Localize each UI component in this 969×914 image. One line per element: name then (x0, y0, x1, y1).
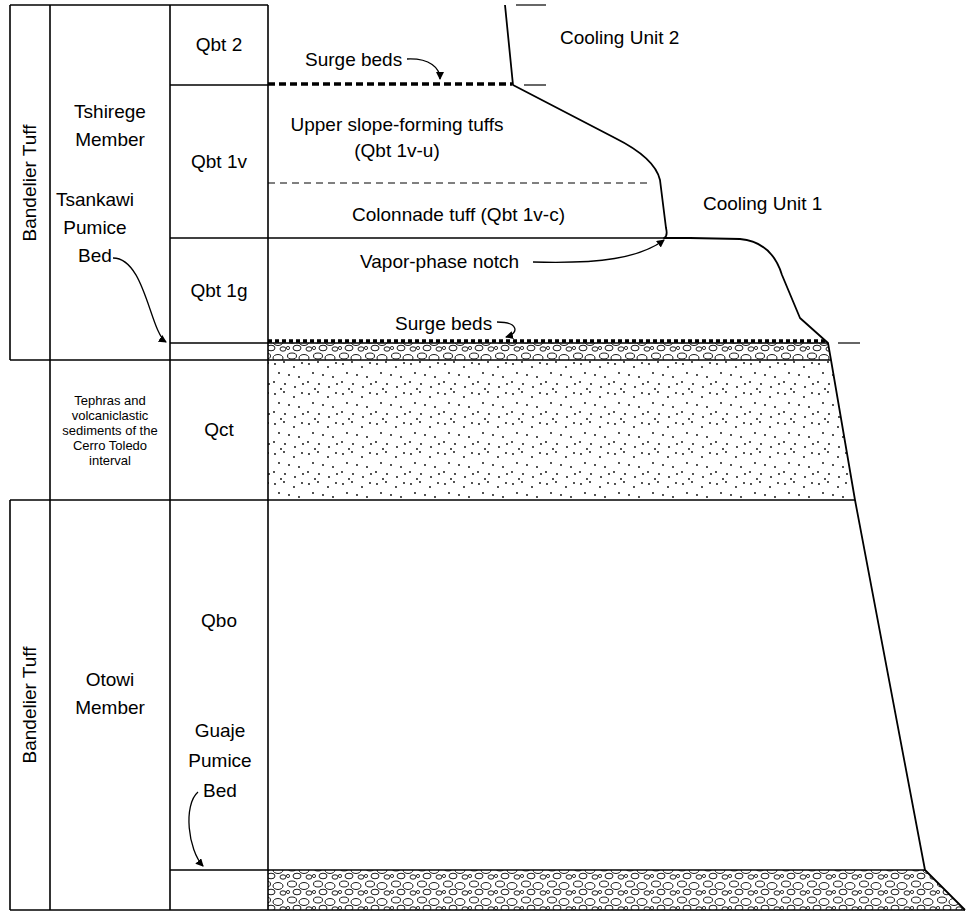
surge-beds-line (268, 82, 512, 86)
bed-label: Surge beds (305, 49, 402, 71)
table-lines (10, 5, 965, 910)
unit-code-cell: Qct (170, 360, 268, 500)
bed-label: Surge beds (395, 313, 492, 335)
cliff-profile (505, 5, 965, 910)
cooling-unit-label: Cooling Unit 2 (560, 27, 679, 49)
member-name: Tshirege Member (55, 98, 165, 154)
unit-code-cell: Qbt 1v (170, 85, 268, 238)
unit-code: Qbt 1g (190, 279, 247, 303)
unit-name: Bandelier Tuff (18, 647, 42, 764)
unit-code: Qbt 2 (196, 33, 242, 57)
surge-beds-line (268, 339, 826, 343)
bed-label: Guaje Pumice Bed (180, 716, 260, 806)
unit-name-cell: Bandelier Tuff (10, 500, 50, 910)
subunit-label: Upper slope-forming tuffs (Qbt 1v-u) (272, 112, 522, 164)
member-name-cell: Otowi Member (50, 500, 170, 910)
pumice-bed (268, 343, 831, 360)
cooling-unit-label: Cooling Unit 1 (703, 193, 822, 215)
unit-boundary (268, 183, 652, 184)
interval-name: Tephras and volcaniclastic sediments of … (54, 393, 166, 468)
unit-name-cell: Bandelier Tuff (10, 5, 50, 360)
member-name-cell: Tshirege Member (50, 5, 170, 360)
unit-code-cell: Qbt 1g (170, 238, 268, 343)
bed-label: Tsankawi Pumice Bed (50, 186, 140, 270)
unit-code-cell: Qbt 2 (170, 5, 268, 85)
unit-code: Qct (204, 418, 234, 442)
unit-code: Qbo (201, 609, 237, 633)
unit-code-cell: Qbo (170, 500, 268, 870)
subunit-label: Colonnade tuff (Qbt 1v-c) (352, 204, 565, 226)
sediment-fill (268, 360, 855, 500)
unit-name: Bandelier Tuff (18, 124, 42, 241)
pumice-bed (268, 870, 965, 910)
interval-name-cell: Tephras and volcaniclastic sediments of … (50, 360, 170, 500)
leader-arrows (113, 59, 664, 866)
unit-code: Qbt 1v (191, 150, 247, 174)
member-name: Otowi Member (60, 666, 160, 722)
feature-label: Vapor-phase notch (360, 251, 519, 273)
unit-ticks (516, 5, 860, 343)
